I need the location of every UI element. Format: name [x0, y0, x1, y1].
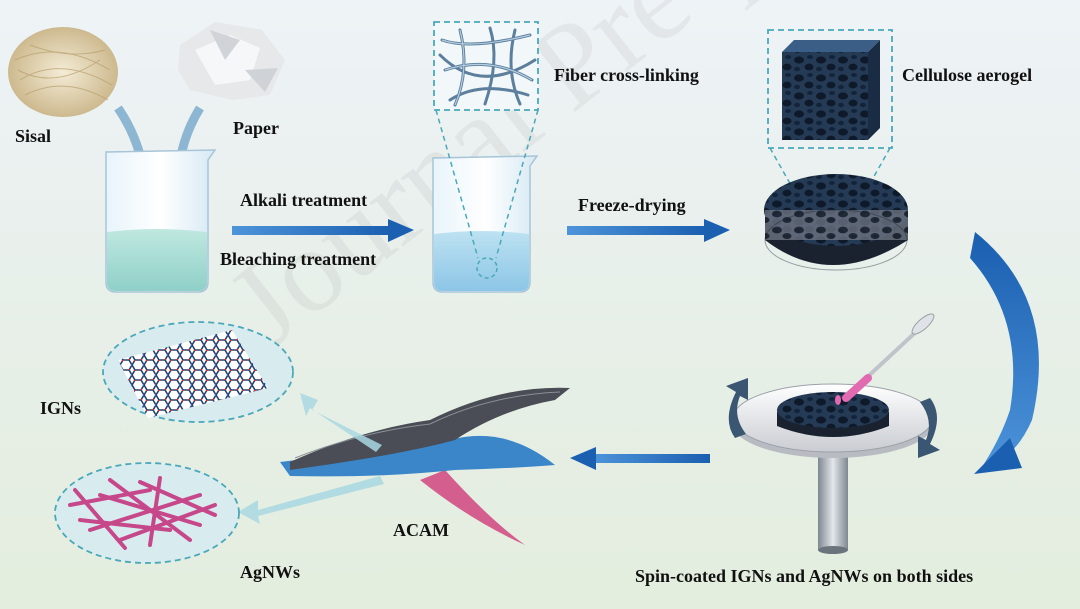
arrow-acam [570, 447, 710, 470]
label-agnws: AgNWs [240, 562, 301, 582]
curved-arrow [970, 232, 1039, 474]
beaker-1 [105, 149, 217, 293]
arrow-freeze [567, 219, 730, 242]
sisal-image [8, 27, 118, 117]
pointer-arrows [238, 393, 384, 524]
fiber-inset [433, 21, 539, 259]
label-aerogel: Cellulose aerogel [902, 65, 1033, 85]
aerogel-inset [767, 29, 893, 229]
igns-inset [102, 321, 294, 423]
arrow-alkali [232, 219, 414, 242]
beaker-2 [432, 155, 539, 293]
label-spin: Spin-coated IGNs and AgNWs on both sides [635, 566, 974, 586]
label-igns: IGNs [40, 398, 82, 418]
label-paper: Paper [233, 118, 279, 138]
label-sisal: Sisal [15, 126, 52, 146]
paper-image [178, 22, 285, 100]
label-acam: ACAM [393, 520, 449, 540]
acam-film [280, 387, 570, 545]
label-fiber: Fiber cross-linking [554, 65, 699, 85]
pipette [835, 313, 935, 405]
label-freeze: Freeze-drying [578, 195, 686, 215]
label-alkali: Alkali treatment [240, 190, 368, 210]
label-bleaching: Bleaching treatment [220, 249, 377, 269]
spin-coater [726, 313, 940, 554]
aerogel-disk [764, 174, 908, 271]
agnws-inset [54, 462, 240, 564]
